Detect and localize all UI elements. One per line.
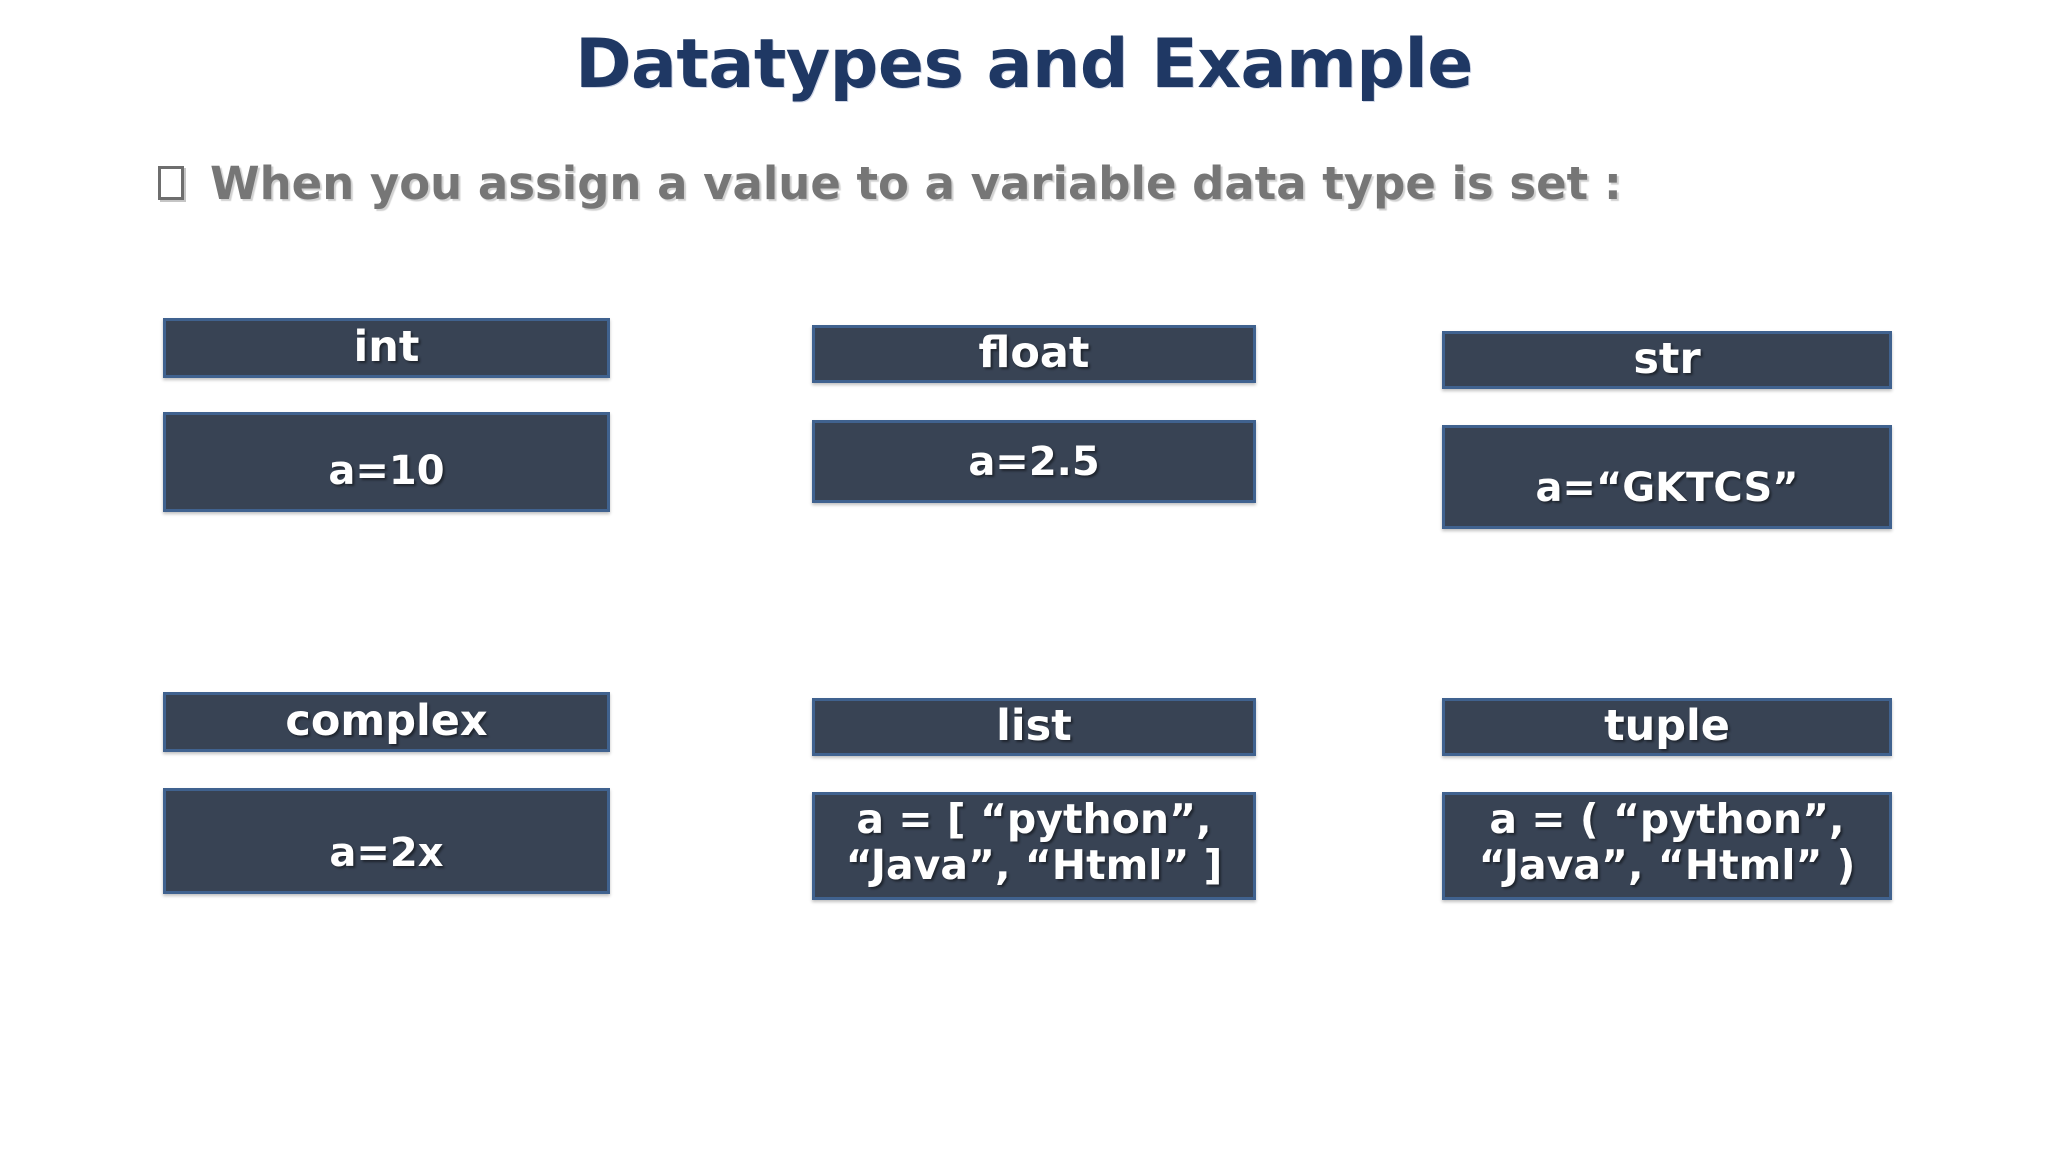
type-header-label: float [978,328,1090,379]
type-header-int: int [163,318,610,378]
type-value-label: a=“GKTCS” [1535,465,1799,512]
type-value-label: a = ( “python”, “Java”, “Html” ) [1478,795,1856,890]
type-header-str: str [1442,331,1892,389]
empty-square-bullet-icon [158,166,184,200]
type-header-label: int [353,322,420,373]
type-header-label: list [996,701,1072,752]
type-header-label: complex [285,696,488,747]
type-value-label: a = [ “python”, “Java”, “Html” ] [845,795,1223,890]
type-value-int: a=10 [163,412,610,512]
page-title: Datatypes and Example [575,25,1473,104]
type-value-list: a = [ “python”, “Java”, “Html” ] [812,792,1256,900]
type-value-complex: a=2x [163,788,610,894]
type-header-tuple: tuple [1442,698,1892,756]
type-value-str: a=“GKTCS” [1442,425,1892,529]
type-header-label: tuple [1604,701,1730,752]
type-header-label: str [1633,334,1701,385]
type-value-float: a=2.5 [812,420,1256,503]
type-value-label: a=2x [329,830,444,877]
type-header-float: float [812,325,1256,383]
bullet-row: When you assign a value to a variable da… [158,158,1622,210]
type-header-complex: complex [163,692,610,752]
type-value-label: a=2.5 [968,439,1100,486]
bullet-text: When you assign a value to a variable da… [210,157,1622,210]
type-value-label: a=10 [328,448,445,495]
type-header-list: list [812,698,1256,756]
type-value-tuple: a = ( “python”, “Java”, “Html” ) [1442,792,1892,900]
